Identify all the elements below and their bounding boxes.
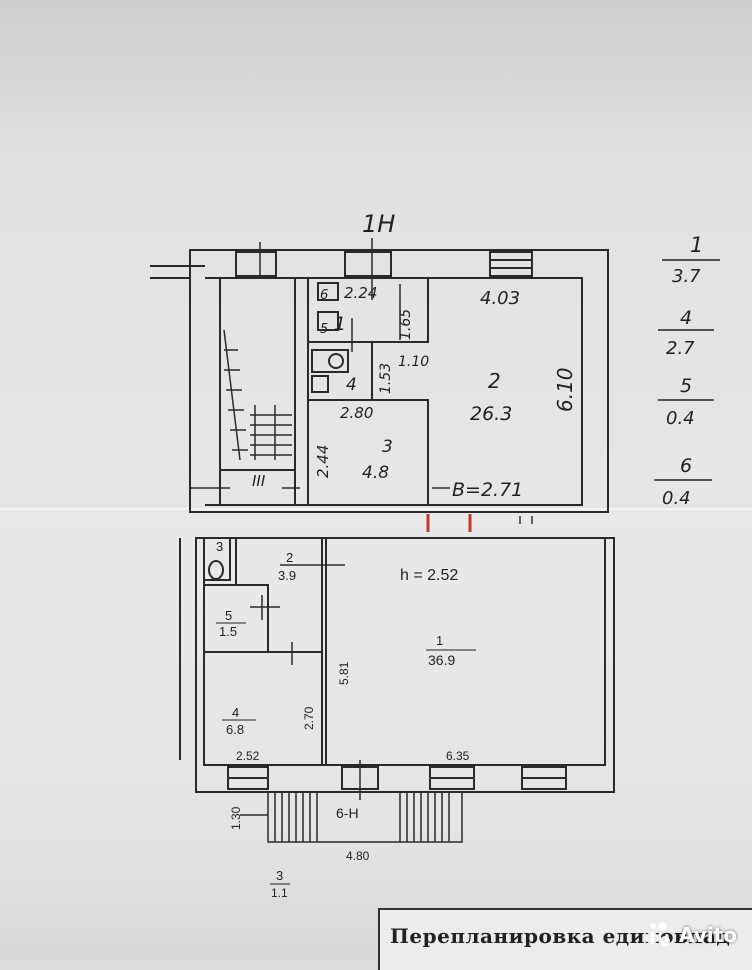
porch-label: 6-Н [336,805,359,821]
area-legend: 1 3.7 4 2.7 5 0.4 6 0.4 [654,233,720,509]
room-2-number: 2 [488,369,501,393]
stamp-text: Перепланировка единовлад [390,924,731,948]
lower-height-note: h = 2.52 [400,567,458,584]
legend-5-number: 5 [680,375,692,397]
dim-room4-width: 2.52 [236,749,260,763]
lower-plan-walls [179,537,615,793]
room-1-dim-width: 2.24 [344,284,377,302]
paper-sheet-top [0,0,752,510]
legend-1-area: 3.7 [672,266,701,287]
legend-4-number: 4 [680,307,692,329]
avito-logo-icon [644,920,674,950]
upper-height-note: В=2.71 [452,479,523,501]
room-3-dim-width: 2.80 [340,404,373,422]
room-2-area: 26.3 [470,403,512,425]
room-4-dim-depth: 1.53 [378,363,394,394]
room-l2-area: 3.9 [278,568,296,583]
room-1-number: 1 [334,313,346,335]
room-l5-number: 5 [225,608,232,623]
dim-main-depth: 5.81 [337,661,351,685]
paper-sheet-bottom [0,510,752,960]
legend-4-area: 2.7 [666,338,695,359]
room-l1-number: 1 [436,633,443,648]
room-1-dim-depth: 1.65 [398,309,414,340]
legend-6-number: 6 [680,455,692,477]
room-6-number: 6 [320,288,328,303]
legend-1-number: 1 [690,233,703,257]
below-label-top: 3 [276,868,283,883]
room-4-dim-width: 1.10 [398,354,429,370]
dim-room4-depth: 2.70 [302,706,316,730]
axis-label-1n: 1Н [362,210,395,238]
avito-name: Avito [679,923,737,947]
upper-stair-hatch [223,329,292,461]
paper-fold [0,506,752,512]
room-l4-number: 4 [232,705,239,720]
avito-watermark: Avito [644,918,752,952]
legend-6-area: 0.4 [662,488,691,509]
porch-stairs [267,760,463,843]
room-3-area: 4.8 [362,463,389,483]
upper-plan-walls [150,249,609,513]
room-l1-area: 36.9 [428,652,455,668]
room-2-dim-width: 4.03 [480,288,520,309]
dim-main-width: 6.35 [446,749,470,763]
room-l2-number: 2 [286,550,293,565]
dim-porch-depth: 1.30 [229,806,243,830]
stair-label: III [252,472,266,490]
room-l3-number: 3 [216,539,223,554]
upper-axis-marks [190,238,450,489]
legend-5-area: 0.4 [666,408,695,429]
room-l4-area: 6.8 [226,722,244,737]
room-l5-area: 1.5 [219,624,237,639]
lower-axis-marks [240,564,345,816]
room-2-dim-depth: 6.10 [553,367,577,412]
room-4-number: 4 [346,375,357,395]
room-3-number: 3 [382,437,393,457]
room-5-number: 5 [320,322,328,337]
dim-porch-width: 4.80 [346,849,370,863]
room-3-dim-depth: 2.44 [314,445,332,478]
red-ticks [426,514,472,532]
below-label-bottom: 1.1 [271,886,288,900]
